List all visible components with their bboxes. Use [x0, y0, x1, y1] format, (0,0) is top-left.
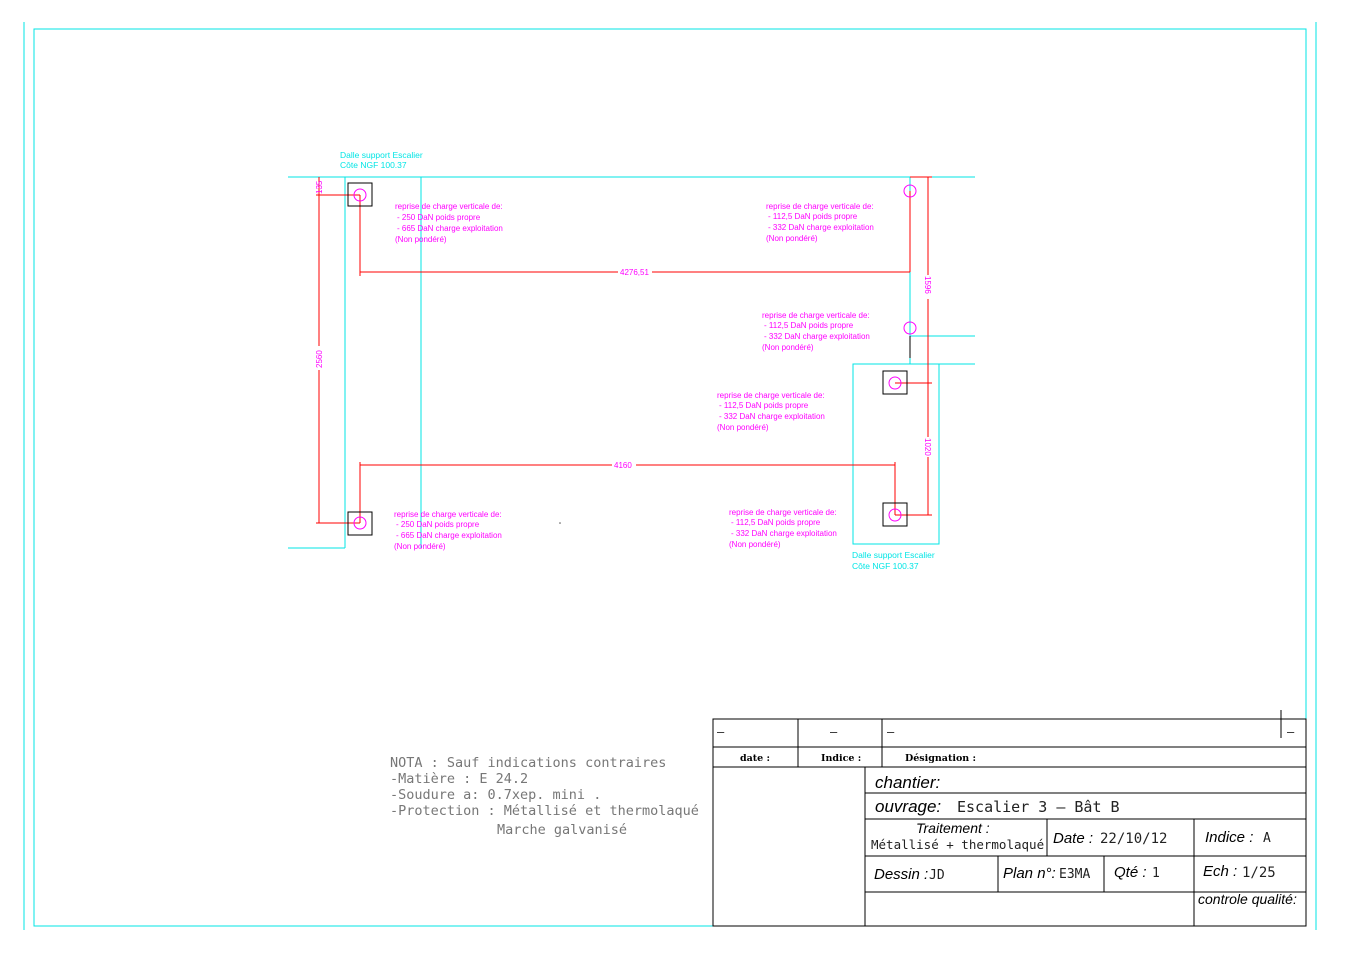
svg-text:(Non pondéré): (Non pondéré) — [729, 540, 781, 549]
support-label-bottom: Dalle support Escalier Côte NGF 100.37 — [852, 550, 935, 571]
ouvrage-label: ouvrage: — [875, 797, 941, 816]
rev-designation: — — [887, 725, 895, 739]
ech-label: Ech : — [1203, 863, 1237, 880]
dim-right-lower: 1020 — [923, 438, 932, 456]
svg-text:(Non pondéré): (Non pondéré) — [762, 343, 814, 352]
base-plate-top-left — [347, 182, 373, 207]
traitement-value: Métallisé + thermolaqué — [871, 837, 1044, 852]
date-value: 22/10/12 — [1100, 831, 1167, 847]
svg-text:- 112,5 DaN poids propre: - 112,5 DaN poids propre — [768, 212, 858, 221]
svg-text:- 332 DaN charge exploitation: - 332 DaN charge exploitation — [731, 529, 837, 538]
qte-label: Qté : — [1114, 864, 1147, 881]
load-note-top-right: reprise de charge verticale de: - 112,5 … — [766, 202, 874, 243]
hdr-indice: Indice : — [821, 753, 861, 764]
svg-text:- 665 DaN charge exploitation: - 665 DaN charge exploitation — [397, 224, 503, 233]
base-plate-right-lower — [882, 502, 908, 527]
svg-text:Côte NGF 100.37: Côte NGF 100.37 — [340, 160, 407, 170]
date-label: Date : — [1053, 830, 1093, 847]
rev-date: — — [717, 725, 725, 739]
svg-text:reprise de charge verticale de: reprise de charge verticale de: — [766, 202, 874, 211]
base-plate-bottom-left — [347, 511, 373, 536]
plan-label: Plan n°: — [1003, 865, 1056, 882]
revision-row: — — — — — [717, 725, 1295, 739]
svg-text:- 112,5 DaN poids propre: - 112,5 DaN poids propre — [731, 518, 821, 527]
svg-text:reprise de charge verticale de: reprise de charge verticale de: — [394, 510, 502, 519]
anchor-mid-right — [903, 321, 917, 335]
load-note-mid-right: reprise de charge verticale de: - 112,5 … — [762, 311, 870, 352]
plan-value: E3MA — [1059, 867, 1090, 882]
svg-text:-Matière : E 24.2: -Matière : E 24.2 — [390, 771, 528, 787]
indice-label: Indice : — [1205, 829, 1253, 846]
svg-text:- 112,5 DaN poids propre: - 112,5 DaN poids propre — [719, 401, 809, 410]
svg-text:Marche galvanisé: Marche galvanisé — [497, 822, 627, 838]
rev-extra: — — [1287, 725, 1295, 739]
dessin-value: JD — [929, 868, 945, 883]
svg-text:Dalle support Escalier: Dalle support Escalier — [852, 550, 935, 560]
svg-text:NOTA : Sauf indications contra: NOTA : Sauf indications contraires — [390, 755, 666, 771]
svg-text:reprise de charge verticale de: reprise de charge verticale de: — [717, 391, 825, 400]
dim-bottom-width: 4160 — [614, 461, 632, 470]
svg-text:-Soudure a: 0.7xep. mini .: -Soudure a: 0.7xep. mini . — [390, 787, 601, 803]
rev-indice: — — [830, 725, 838, 739]
svg-text:- 332 DaN charge exploitation: - 332 DaN charge exploitation — [764, 332, 870, 341]
svg-text:(Non pondéré): (Non pondéré) — [717, 423, 769, 432]
dim-right-upper: 1596 — [923, 276, 932, 294]
svg-text:reprise de charge verticale de: reprise de charge verticale de: — [395, 202, 503, 211]
controle-label: controle qualité: — [1198, 891, 1297, 907]
dessin-label: Dessin : — [874, 866, 928, 883]
dim-top-offset: 135 — [315, 180, 324, 194]
svg-text:- 332 DaN charge exploitation: - 332 DaN charge exploitation — [719, 412, 825, 421]
dot-mark — [559, 522, 561, 524]
load-note-bottom-right: reprise de charge verticale de: - 112,5 … — [729, 508, 837, 549]
svg-text:- 250 DaN poids propre: - 250 DaN poids propre — [397, 213, 481, 222]
svg-text:- 112,5 DaN poids propre: - 112,5 DaN poids propre — [764, 321, 854, 330]
load-note-center: reprise de charge verticale de: - 112,5 … — [717, 391, 825, 432]
revision-header: date : Indice : Désignation : — [740, 753, 976, 764]
sheet-frame — [23, 22, 1317, 930]
load-note-top-left: reprise de charge verticale de: - 250 Da… — [395, 202, 503, 244]
chantier-label: chantier: — [875, 773, 940, 792]
base-plate-right-upper — [882, 370, 908, 395]
svg-text:- 665 DaN charge exploitation: - 665 DaN charge exploitation — [396, 531, 502, 540]
anchor-top-right — [903, 184, 917, 198]
dimension-labels: 4276,51 4160 2560 135 1596 1020 — [314, 180, 933, 470]
dim-top-width: 4276,51 — [620, 268, 649, 277]
support-label-top: Dalle support Escalier Côte NGF 100.37 — [340, 150, 423, 170]
svg-text:reprise de charge verticale de: reprise de charge verticale de: — [762, 311, 870, 320]
svg-text:Dalle support Escalier: Dalle support Escalier — [340, 150, 423, 160]
nota-block: NOTA : Sauf indications contraires -Mati… — [390, 755, 699, 838]
svg-text:(Non pondéré): (Non pondéré) — [394, 542, 446, 551]
dim-left-height: 2560 — [315, 350, 324, 368]
indice-value: A — [1263, 831, 1271, 846]
title-block — [712, 710, 1307, 927]
svg-text:Côte NGF 100.37: Côte NGF 100.37 — [852, 561, 919, 571]
ouvrage-value: Escalier 3 — Bât B — [957, 798, 1120, 816]
svg-text:-Protection : Métallisé et the: -Protection : Métallisé et thermolaqué — [390, 803, 699, 819]
svg-text:(Non pondéré): (Non pondéré) — [395, 235, 447, 244]
qte-value: 1 — [1152, 866, 1160, 881]
svg-text:- 332 DaN charge exploitation: - 332 DaN charge exploitation — [768, 223, 874, 232]
hdr-date: date : — [740, 753, 770, 764]
ech-value: 1/25 — [1242, 865, 1276, 881]
svg-text:- 250 DaN poids propre: - 250 DaN poids propre — [396, 520, 480, 529]
traitement-label: Traitement : — [916, 820, 990, 836]
load-note-bottom-left: reprise de charge verticale de: - 250 Da… — [394, 510, 502, 551]
slab-outline — [288, 176, 975, 549]
svg-text:reprise de charge verticale de: reprise de charge verticale de: — [729, 508, 837, 517]
hdr-designation: Désignation : — [905, 753, 976, 764]
svg-text:(Non pondéré): (Non pondéré) — [766, 234, 818, 243]
